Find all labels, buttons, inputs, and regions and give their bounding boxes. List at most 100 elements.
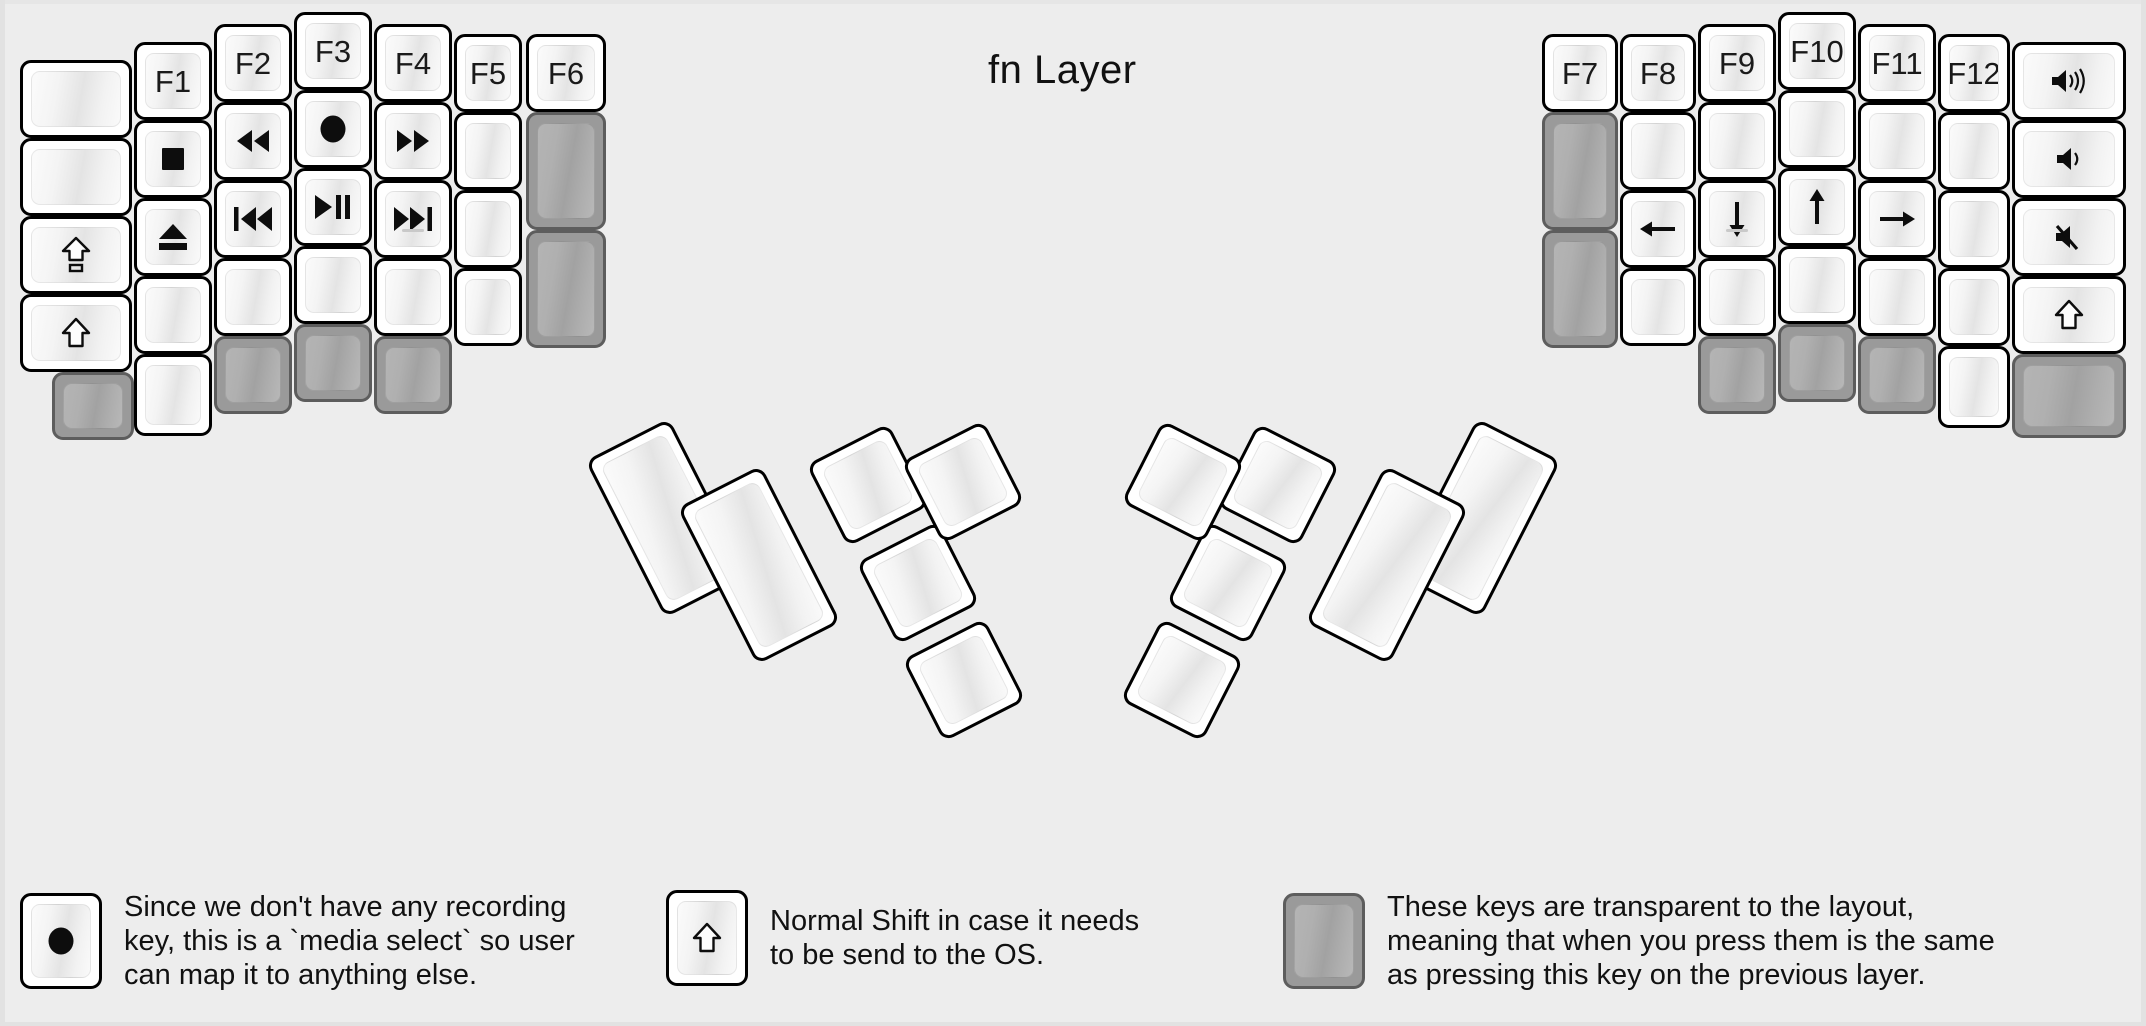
transparent-key[interactable] xyxy=(1542,112,1618,230)
blank-key[interactable] xyxy=(1698,258,1776,336)
shift-key[interactable] xyxy=(2012,276,2126,354)
key-f6[interactable]: F6 xyxy=(526,34,606,112)
blank-key[interactable] xyxy=(1216,423,1340,547)
keycap-surface: F9 xyxy=(1709,35,1765,91)
transparent-key[interactable] xyxy=(1698,336,1776,414)
blank-key[interactable] xyxy=(1166,521,1290,645)
blank-key[interactable] xyxy=(1938,190,2010,268)
key-label: F10 xyxy=(1790,33,1844,69)
keycap-surface xyxy=(31,71,121,127)
blank-key[interactable] xyxy=(1858,102,1936,180)
blank-key[interactable] xyxy=(1620,112,1696,190)
volume-down-key[interactable] xyxy=(2012,120,2126,198)
key-f4[interactable]: F4 xyxy=(374,24,452,102)
keycap-surface xyxy=(145,287,201,343)
shift-key[interactable] xyxy=(20,294,132,372)
keycap-surface: F8 xyxy=(1631,45,1685,101)
transparent-key[interactable] xyxy=(1283,893,1365,990)
key-f2[interactable]: F2 xyxy=(214,24,292,102)
blank-key[interactable] xyxy=(1938,346,2010,428)
transparent-key[interactable] xyxy=(52,372,134,440)
volume-up-key[interactable] xyxy=(2012,42,2126,120)
eject-key[interactable] xyxy=(134,198,212,276)
keycap-surface xyxy=(1949,279,1999,335)
legend-shift-description: Normal Shift in case it needs to be send… xyxy=(770,904,1140,971)
key-label: F11 xyxy=(1871,45,1923,81)
blank-key[interactable] xyxy=(806,423,930,547)
caps-lock-key[interactable] xyxy=(20,216,132,294)
blank-key[interactable] xyxy=(454,268,522,346)
arrow-up-key[interactable] xyxy=(1778,168,1856,246)
key-f11[interactable]: F11 xyxy=(1858,24,1936,102)
keycap-surface: F6 xyxy=(537,45,595,101)
blank-key[interactable] xyxy=(1778,246,1856,324)
key-f8[interactable]: F8 xyxy=(1620,34,1696,112)
arrow-right-key[interactable] xyxy=(1858,180,1936,258)
blank-key[interactable] xyxy=(1938,112,2010,190)
blank-key[interactable] xyxy=(454,190,522,268)
key-f10[interactable]: F10 xyxy=(1778,12,1856,90)
keycap-surface xyxy=(1709,113,1765,169)
blank-key[interactable] xyxy=(1121,420,1245,544)
fast-forward-key[interactable] xyxy=(374,102,452,180)
shift-key[interactable] xyxy=(666,890,748,986)
blank-key[interactable] xyxy=(1858,258,1936,336)
blank-key[interactable] xyxy=(134,354,212,436)
blank-key[interactable] xyxy=(1620,268,1696,346)
rewind-key[interactable] xyxy=(214,102,292,180)
previous-track-key[interactable] xyxy=(214,180,292,258)
transparent-key[interactable] xyxy=(2012,354,2126,438)
arrow-left-key[interactable] xyxy=(1620,190,1696,268)
legend-record: Since we don't have any recording key, t… xyxy=(20,890,575,993)
transparent-key[interactable] xyxy=(526,112,606,230)
stop-key[interactable] xyxy=(134,120,212,198)
key-f12[interactable]: F12 xyxy=(1938,34,2010,112)
keycap-surface xyxy=(145,209,201,265)
blank-key[interactable] xyxy=(294,246,372,324)
key-f1[interactable]: F1 xyxy=(134,42,212,120)
key-f3[interactable]: F3 xyxy=(294,12,372,90)
blank-key[interactable] xyxy=(20,60,132,138)
next-track-icon xyxy=(392,205,434,233)
blank-key[interactable] xyxy=(374,258,452,336)
record-key[interactable] xyxy=(294,90,372,168)
keycap-surface xyxy=(385,191,441,247)
blank-key[interactable] xyxy=(214,258,292,336)
arrow-down-key[interactable] xyxy=(1698,180,1776,258)
transparent-key[interactable] xyxy=(526,230,606,348)
blank-key[interactable] xyxy=(134,276,212,354)
next-track-key[interactable] xyxy=(374,180,452,258)
transparent-key[interactable] xyxy=(294,324,372,402)
transparent-key[interactable] xyxy=(374,336,452,414)
play-pause-key[interactable] xyxy=(294,168,372,246)
transparent-key[interactable] xyxy=(1778,324,1856,402)
keycap-surface xyxy=(225,113,281,169)
blank-key[interactable] xyxy=(454,112,522,190)
volume-mute-key[interactable] xyxy=(2012,198,2126,276)
keycap-surface xyxy=(305,179,361,235)
blank-key[interactable] xyxy=(901,420,1025,544)
transparent-key[interactable] xyxy=(214,336,292,414)
transparent-key[interactable] xyxy=(1542,230,1618,348)
keycap-surface xyxy=(870,535,966,631)
keycap-surface: F2 xyxy=(225,35,281,91)
blank-key[interactable] xyxy=(1698,102,1776,180)
blank-key[interactable] xyxy=(1938,268,2010,346)
keycap-surface xyxy=(1631,123,1685,179)
blank-key[interactable] xyxy=(902,618,1026,742)
transparent-key[interactable] xyxy=(1858,336,1936,414)
keycap-surface xyxy=(145,131,201,187)
record-key[interactable] xyxy=(20,893,102,990)
key-f9[interactable]: F9 xyxy=(1698,24,1776,102)
legend-transparent-description: These keys are transparent to the layout… xyxy=(1387,891,1995,992)
blank-key[interactable] xyxy=(856,521,980,645)
keycap-surface xyxy=(63,383,123,429)
blank-key[interactable] xyxy=(1778,90,1856,168)
keycap-surface xyxy=(31,305,121,361)
blank-key[interactable] xyxy=(1120,618,1244,742)
key-f7[interactable]: F7 xyxy=(1542,34,1618,112)
keycap-surface xyxy=(465,201,511,257)
key-f5[interactable]: F5 xyxy=(454,34,522,112)
blank-key[interactable] xyxy=(20,138,132,216)
